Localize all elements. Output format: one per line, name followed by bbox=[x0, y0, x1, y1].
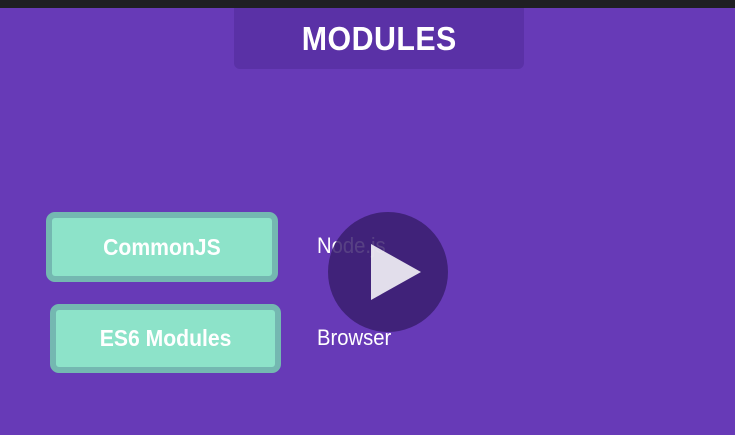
play-icon bbox=[371, 244, 421, 300]
slide-title: MODULES bbox=[301, 19, 457, 57]
slide-title-box: MODULES bbox=[234, 8, 524, 69]
es6-modules-label: ES6 Modules bbox=[99, 325, 232, 351]
play-button[interactable] bbox=[328, 212, 448, 332]
commonjs-button[interactable]: CommonJS bbox=[46, 212, 278, 282]
video-top-bar bbox=[0, 0, 735, 8]
commonjs-label: CommonJS bbox=[103, 233, 221, 260]
es6-modules-button[interactable]: ES6 Modules bbox=[50, 304, 281, 373]
